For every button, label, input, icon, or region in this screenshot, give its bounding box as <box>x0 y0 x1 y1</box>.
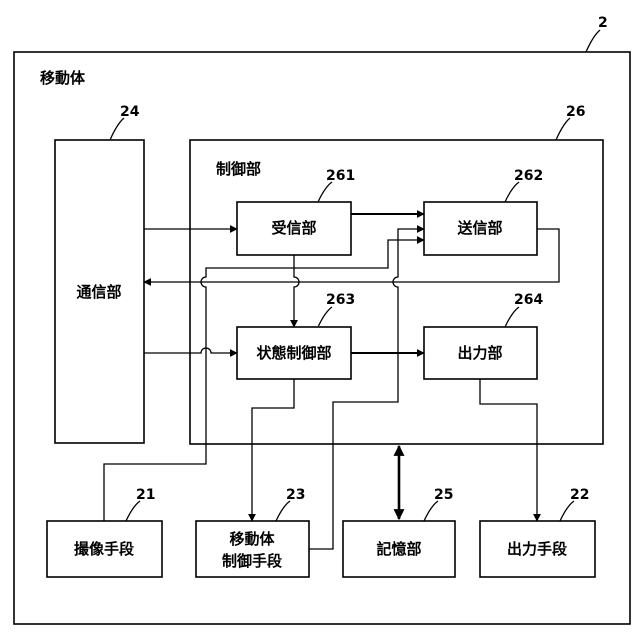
mobile-control-means-label-line2: 制御手段 <box>222 552 282 570</box>
imaging-means-label: 撮像手段 <box>74 540 134 558</box>
ref-leader-25 <box>424 501 438 521</box>
mobile-body-label: 移動体 <box>40 69 86 87</box>
ref-leader-263 <box>318 307 332 327</box>
ref-262: 262 <box>514 168 543 184</box>
output-means-label: 出力手段 <box>507 540 567 558</box>
control-unit-label: 制御部 <box>216 160 261 178</box>
comm-unit-label: 通信部 <box>76 283 121 301</box>
arrow-receive-to-state <box>294 255 299 327</box>
receive-unit-label: 受信部 <box>271 219 316 237</box>
ref-263: 263 <box>326 292 355 308</box>
ref-leader-23 <box>276 501 290 521</box>
ref-24: 24 <box>120 104 140 120</box>
ref-leader-261 <box>318 182 332 202</box>
ref-leader-2 <box>586 30 600 52</box>
output-unit-label: 出力部 <box>457 344 502 362</box>
ref-leader-262 <box>505 182 519 202</box>
ref-26: 26 <box>566 104 585 120</box>
ref-21: 21 <box>136 487 155 503</box>
ref-2: 2 <box>598 15 608 31</box>
ref-leader-21 <box>126 501 140 521</box>
transmit-unit-label: 送信部 <box>456 219 502 237</box>
arrow-output-to-output-means <box>480 379 537 521</box>
arrow-mobile-control-to-transmit <box>309 229 424 549</box>
ref-leader-26 <box>556 118 570 140</box>
ref-23: 23 <box>286 487 305 503</box>
ref-25: 25 <box>434 487 453 503</box>
ref-22: 22 <box>570 487 589 503</box>
state-control-unit-label: 状態制御部 <box>256 344 331 362</box>
storage-unit-label: 記憶部 <box>376 540 421 558</box>
ref-leader-22 <box>560 501 574 521</box>
mobile-control-means-label-line1: 移動体 <box>229 530 275 548</box>
ref-leader-24 <box>110 118 124 140</box>
ref-264: 264 <box>514 292 543 308</box>
ref-leader-264 <box>505 307 519 327</box>
ref-261: 261 <box>326 168 355 184</box>
